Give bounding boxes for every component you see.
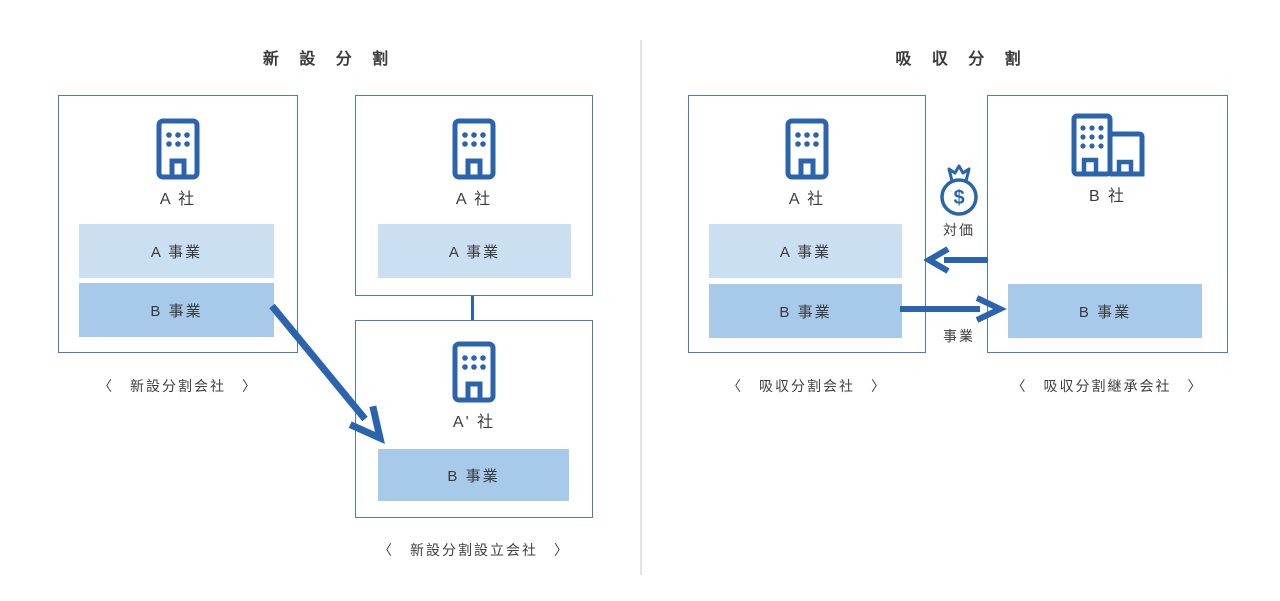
company-name: A 社 xyxy=(159,191,197,208)
business-band-b: B 事業 xyxy=(1008,284,1202,338)
money-bag-icon: $ xyxy=(940,164,978,216)
left-remaining-company-box: A 社 A 事業 xyxy=(355,95,593,296)
left-splitting-company-box: A 社 A 事業 B 事業 xyxy=(58,95,298,353)
business-band-b: B 事業 xyxy=(79,283,274,337)
business-band-a: A 事業 xyxy=(79,224,274,278)
right-splitting-company-box: A 社 A 事業 B 事業 xyxy=(688,95,926,353)
business-band-a: A 事業 xyxy=(709,224,902,278)
right-succeeding-company-box: B 社 B 事業 xyxy=(987,95,1228,353)
business-transfer-arrow xyxy=(269,303,385,445)
company-name: A 社 xyxy=(788,191,826,208)
right-succeeding-company-caption: 〈 吸収分割継承会社 〉 xyxy=(1011,378,1204,394)
company-name: A' 社 xyxy=(452,414,496,431)
business-band-b: B 事業 xyxy=(378,449,569,501)
section-divider xyxy=(640,40,642,575)
left-splitting-company-caption: 〈 新設分割会社 〉 xyxy=(98,378,258,394)
company-name: B 社 xyxy=(1088,188,1127,205)
building-icon xyxy=(356,341,592,403)
right-splitting-company-caption: 〈 吸収分割会社 〉 xyxy=(727,378,887,394)
building-icon xyxy=(59,118,297,180)
parent-child-connector xyxy=(471,296,474,321)
business-band-b: B 事業 xyxy=(709,284,902,338)
left-new-company-box: A' 社 B 事業 xyxy=(355,320,593,518)
building-icon xyxy=(689,118,925,180)
business-band-a: A 事業 xyxy=(378,224,571,278)
right-section-title: 吸 収 分 割 xyxy=(895,51,1029,68)
company-name: A 社 xyxy=(455,191,493,208)
consideration-arrow xyxy=(924,246,988,274)
dollar-sign: $ xyxy=(953,187,964,209)
left-new-company-caption: 〈 新設分割設立会社 〉 xyxy=(378,542,570,558)
two-buildings-icon xyxy=(988,113,1227,177)
consideration-label: 対価 xyxy=(943,222,975,238)
business-label: 事業 xyxy=(943,328,975,344)
business-arrow xyxy=(900,295,1007,323)
building-icon xyxy=(356,118,592,180)
left-section-title: 新 設 分 割 xyxy=(262,51,397,68)
